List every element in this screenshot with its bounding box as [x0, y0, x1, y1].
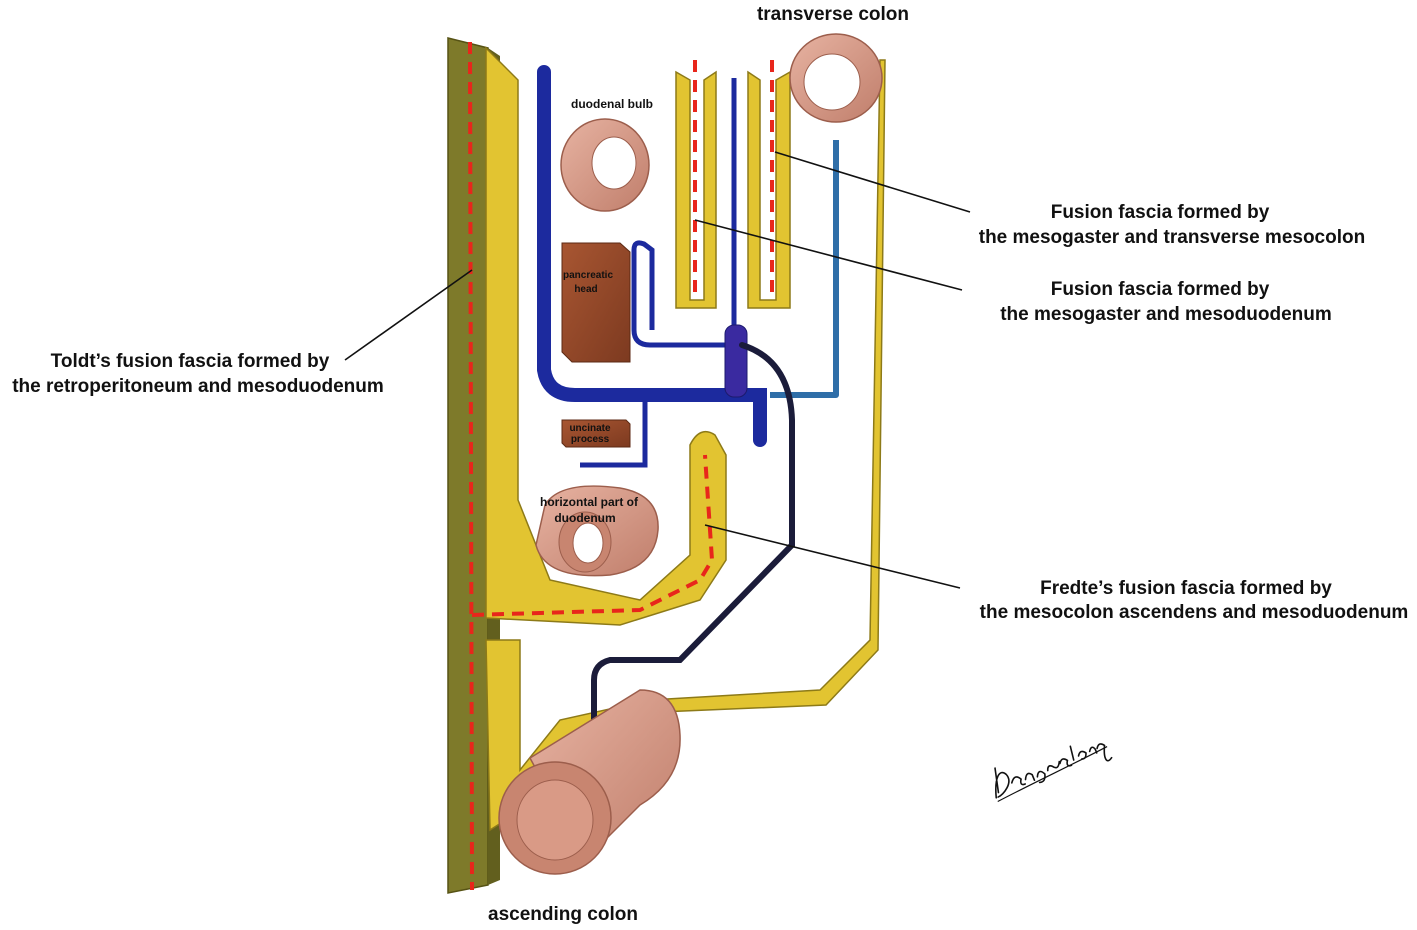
signature-mark: [994, 743, 1113, 803]
blue-vessel-main: [537, 65, 767, 447]
blue-vessel-lower: [580, 400, 648, 468]
blue-vessel-loop: [631, 240, 735, 348]
light-blue-vessel: [770, 140, 839, 398]
label-duodenal-bulb: duodenal bulb: [571, 97, 653, 111]
callout-mesogaster-transverse-2: the mesogaster and transverse mesocolon: [979, 227, 1365, 248]
leader-mesoduodenum: [694, 219, 963, 291]
uncinate-process: [561, 419, 631, 448]
mesogaster-fold-right: [747, 60, 791, 309]
leader-toldt: [344, 269, 473, 361]
callout-mesogaster-mesoduodenum-1: Fusion fascia formed by: [1051, 279, 1270, 300]
ascending-colon: [498, 689, 681, 875]
dark-vessel: [591, 342, 795, 723]
toldt-fascia-sheet: [485, 46, 727, 626]
label-horizontal-1: horizontal part of: [540, 495, 639, 509]
callout-toldt-1: Toldt’s fusion fascia formed by: [51, 351, 330, 372]
blue-vessel-junction: [724, 324, 748, 398]
callout-toldt-2: the retroperitoneum and mesoduodenum: [12, 376, 384, 397]
label-uncinate-2: process: [571, 434, 610, 445]
label-transverse-colon: transverse colon: [757, 4, 909, 25]
label-ascending-colon: ascending colon: [488, 904, 638, 925]
callout-mesogaster-transverse-1: Fusion fascia formed by: [1051, 202, 1270, 223]
callout-fredte-2: the mesocolon ascendens and mesoduodenum: [980, 602, 1409, 623]
horizontal-duodenum: [535, 485, 659, 577]
retroperitoneum-wall: [447, 37, 489, 894]
transverse-colon: [789, 33, 883, 123]
label-horizontal-2: duodenum: [554, 511, 615, 525]
leader-fredte: [704, 524, 961, 589]
label-uncinate-1: uncinate: [569, 423, 611, 434]
duodenal-bulb: [560, 118, 650, 212]
mesogaster-fold-left: [675, 60, 717, 309]
callout-fredte-1: Fredte’s fusion fascia formed by: [1040, 578, 1332, 599]
label-pancreatic-head-1: pancreatic: [563, 270, 613, 281]
label-pancreatic-head-2: head: [574, 284, 597, 295]
toldt-fusion-line: [468, 41, 474, 891]
callout-mesogaster-mesoduodenum-2: the mesogaster and mesoduodenum: [1000, 304, 1332, 325]
leader-transverse: [774, 151, 971, 213]
pancreatic-head: [561, 242, 631, 363]
